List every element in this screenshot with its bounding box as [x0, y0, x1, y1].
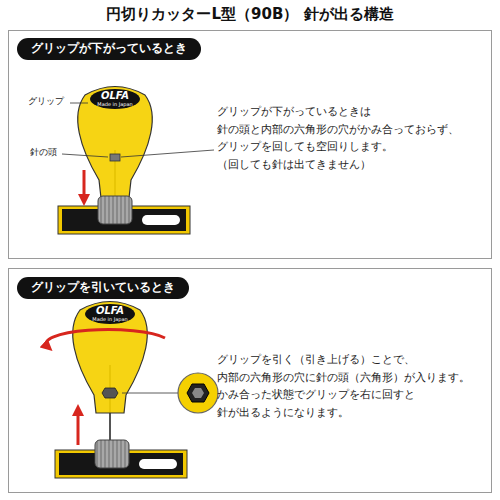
leader-line — [62, 154, 108, 157]
knob — [95, 440, 129, 468]
up-arrow — [77, 410, 80, 445]
logo-subtext: Made in Japan — [97, 102, 132, 107]
body-text: グリップが下がっているときは 針の頭と内部の六角形の穴がかみ合っておらず、 グリ… — [217, 103, 487, 173]
panel-box: グリップが下がっているときは 針の頭と内部の六角形の穴がかみ合っておらず、 グリ… — [8, 30, 492, 259]
down-arrow — [83, 170, 86, 200]
logo-text: OLFA — [96, 306, 124, 316]
leader-line — [121, 150, 214, 157]
panel-box: グリップを引く（引き上げる）ことで、 内部の六角形の穴に針の頭（六角形）が入りま… — [8, 268, 492, 493]
heading-pill: グリップが下がっているとき — [17, 38, 201, 60]
rotate-arrow — [46, 330, 165, 347]
part-label: 針の頭 — [30, 148, 57, 157]
leader-line — [70, 103, 88, 104]
knob — [98, 196, 132, 224]
heading-text: グリップを引いているとき — [31, 280, 175, 296]
grip — [73, 302, 148, 414]
heading-pill: グリップを引いているとき — [17, 277, 189, 299]
body-text: グリップを引く（引き上げる）ことで、 内部の六角形の穴に針の頭（六角形）が入りま… — [217, 351, 489, 421]
leader-line — [122, 393, 178, 394]
hexagon-inset — [178, 373, 218, 413]
logo-text: OLFA — [101, 91, 129, 101]
grip — [78, 87, 153, 199]
heading-text: グリップが下がっているとき — [31, 41, 187, 57]
part-label: グリップ — [28, 97, 64, 106]
logo-subtext: Made in Japan — [92, 317, 127, 322]
title: 円切りカッターL型（90B） 針が出る構造 — [0, 5, 500, 24]
